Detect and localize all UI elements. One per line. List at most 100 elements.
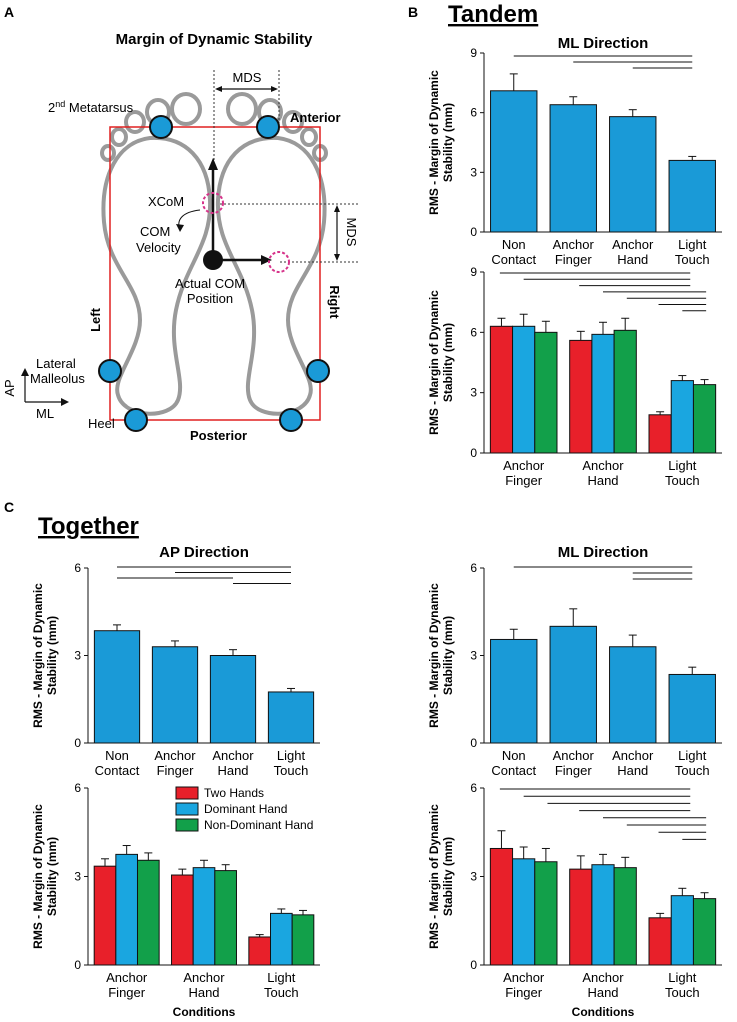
bar: [151, 646, 199, 744]
diagram-title: Margin of Dynamic Stability: [116, 31, 313, 48]
axis-ml-label: ML: [36, 406, 54, 421]
category-label: Contact: [491, 763, 536, 778]
section-title-tandem: Tandem: [448, 1, 538, 28]
metatarsus-label: 2nd Metatarsus: [48, 99, 134, 115]
category-label: Anchor: [503, 970, 545, 985]
bar-two-hands: [171, 874, 194, 966]
bar-dominant-hand: [192, 867, 216, 966]
category-label: Non: [502, 237, 526, 252]
y-tick-label: 3: [470, 165, 477, 179]
category-label: Contact: [95, 763, 140, 778]
y-axis-label: RMS - Margin of Dynamic: [427, 290, 441, 435]
actual-com-label-1: Actual COM: [175, 276, 245, 291]
category-label: Anchor: [582, 970, 624, 985]
anterior-label: Anterior: [290, 110, 341, 125]
category-label: Non: [502, 748, 526, 763]
y-axis-label: RMS - Margin of Dynamic: [427, 804, 441, 949]
category-label: Anchor: [503, 458, 545, 473]
category-label: Light: [678, 237, 707, 252]
bar-non-dominant-hand: [214, 870, 237, 966]
bar-two-hands: [248, 936, 272, 966]
y-axis-label: RMS - Margin of Dynamic: [427, 70, 441, 215]
category-label: Anchor: [106, 970, 148, 985]
category-label: Anchor: [612, 748, 654, 763]
category-label: Anchor: [553, 748, 595, 763]
y-tick-label: 6: [470, 106, 477, 120]
com-velocity-label-2: Velocity: [136, 240, 181, 255]
xcom-circle-ml: [268, 251, 290, 273]
category-label: Light: [678, 748, 707, 763]
y-tick-label: 0: [470, 736, 477, 750]
y-axis-label: Stability (mm): [45, 837, 59, 916]
bar-dominant-hand: [670, 380, 694, 454]
chart-title: ML Direction: [558, 35, 649, 52]
y-tick-label: 3: [470, 870, 477, 884]
y-tick-label: 6: [470, 781, 477, 795]
y-tick-label: 0: [470, 225, 477, 239]
y-axis-label: RMS - Margin of Dynamic: [31, 583, 45, 728]
category-label: Finger: [555, 763, 593, 778]
bar-two-hands: [489, 847, 514, 966]
y-tick-label: 6: [470, 325, 477, 339]
y-axis-label: Stability (mm): [441, 837, 455, 916]
base-of-support-box: [109, 126, 321, 421]
bar-two-hands: [93, 865, 117, 966]
y-axis-label: RMS - Margin of Dynamic: [31, 804, 45, 949]
lateral-malleolus-label-1: Lateral: [36, 356, 76, 371]
category-label: Hand: [587, 985, 618, 1000]
y-axis-label: Stability (mm): [441, 103, 455, 182]
bar: [668, 159, 716, 233]
category-label: Finger: [157, 763, 195, 778]
category-label: Anchor: [183, 970, 225, 985]
category-label: Light: [668, 970, 697, 985]
category-label: Touch: [675, 252, 710, 267]
y-axis-label: Stability (mm): [45, 616, 59, 695]
posterior-label: Posterior: [190, 428, 247, 443]
y-tick-label: 9: [470, 46, 477, 60]
category-label: Finger: [555, 252, 593, 267]
bar-non-dominant-hand: [534, 861, 558, 966]
anatomical-markers: [98, 115, 330, 432]
chart-title: AP Direction: [159, 544, 249, 561]
bar-dominant-hand: [512, 325, 536, 454]
mds-guides: [213, 70, 360, 263]
y-axis-label: Stability (mm): [441, 323, 455, 402]
com-vectors: [176, 158, 290, 273]
category-label: Light: [277, 748, 306, 763]
bar-two-hands: [569, 868, 593, 966]
y-tick-label: 6: [74, 561, 81, 575]
bar-non-dominant-hand: [692, 384, 717, 454]
category-label: Finger: [505, 473, 543, 488]
legend-swatch-two-hands: [175, 786, 199, 800]
bar-two-hands: [648, 917, 672, 966]
legend: Two Hands Dominant Hand Non-Dominant Han…: [175, 786, 313, 832]
actual-com-dot: [203, 250, 223, 270]
y-tick-label: 3: [470, 649, 477, 663]
category-label: Anchor: [212, 748, 254, 763]
legend-swatch-non-dominant-hand: [175, 818, 199, 832]
bar: [549, 625, 597, 744]
bar-non-dominant-hand: [692, 898, 717, 966]
heel-label: Heel: [88, 416, 115, 431]
bar-dominant-hand: [115, 853, 138, 966]
mds-side-label: MDS: [344, 218, 359, 247]
category-label: Hand: [217, 763, 248, 778]
category-label: Anchor: [553, 237, 595, 252]
category-label: Hand: [617, 252, 648, 267]
bar-dominant-hand: [591, 333, 615, 454]
bar: [549, 104, 597, 233]
bar: [490, 638, 538, 744]
category-label: Anchor: [154, 748, 196, 763]
bar-non-dominant-hand: [613, 867, 637, 966]
y-tick-label: 6: [470, 561, 477, 575]
bar: [609, 116, 657, 233]
com-velocity-label-1: COM: [140, 224, 170, 239]
y-tick-label: 0: [470, 446, 477, 460]
category-label: Contact: [491, 252, 536, 267]
chart-title: ML Direction: [558, 544, 649, 561]
bar: [668, 673, 716, 744]
y-tick-label: 0: [470, 958, 477, 972]
bar: [490, 90, 538, 233]
